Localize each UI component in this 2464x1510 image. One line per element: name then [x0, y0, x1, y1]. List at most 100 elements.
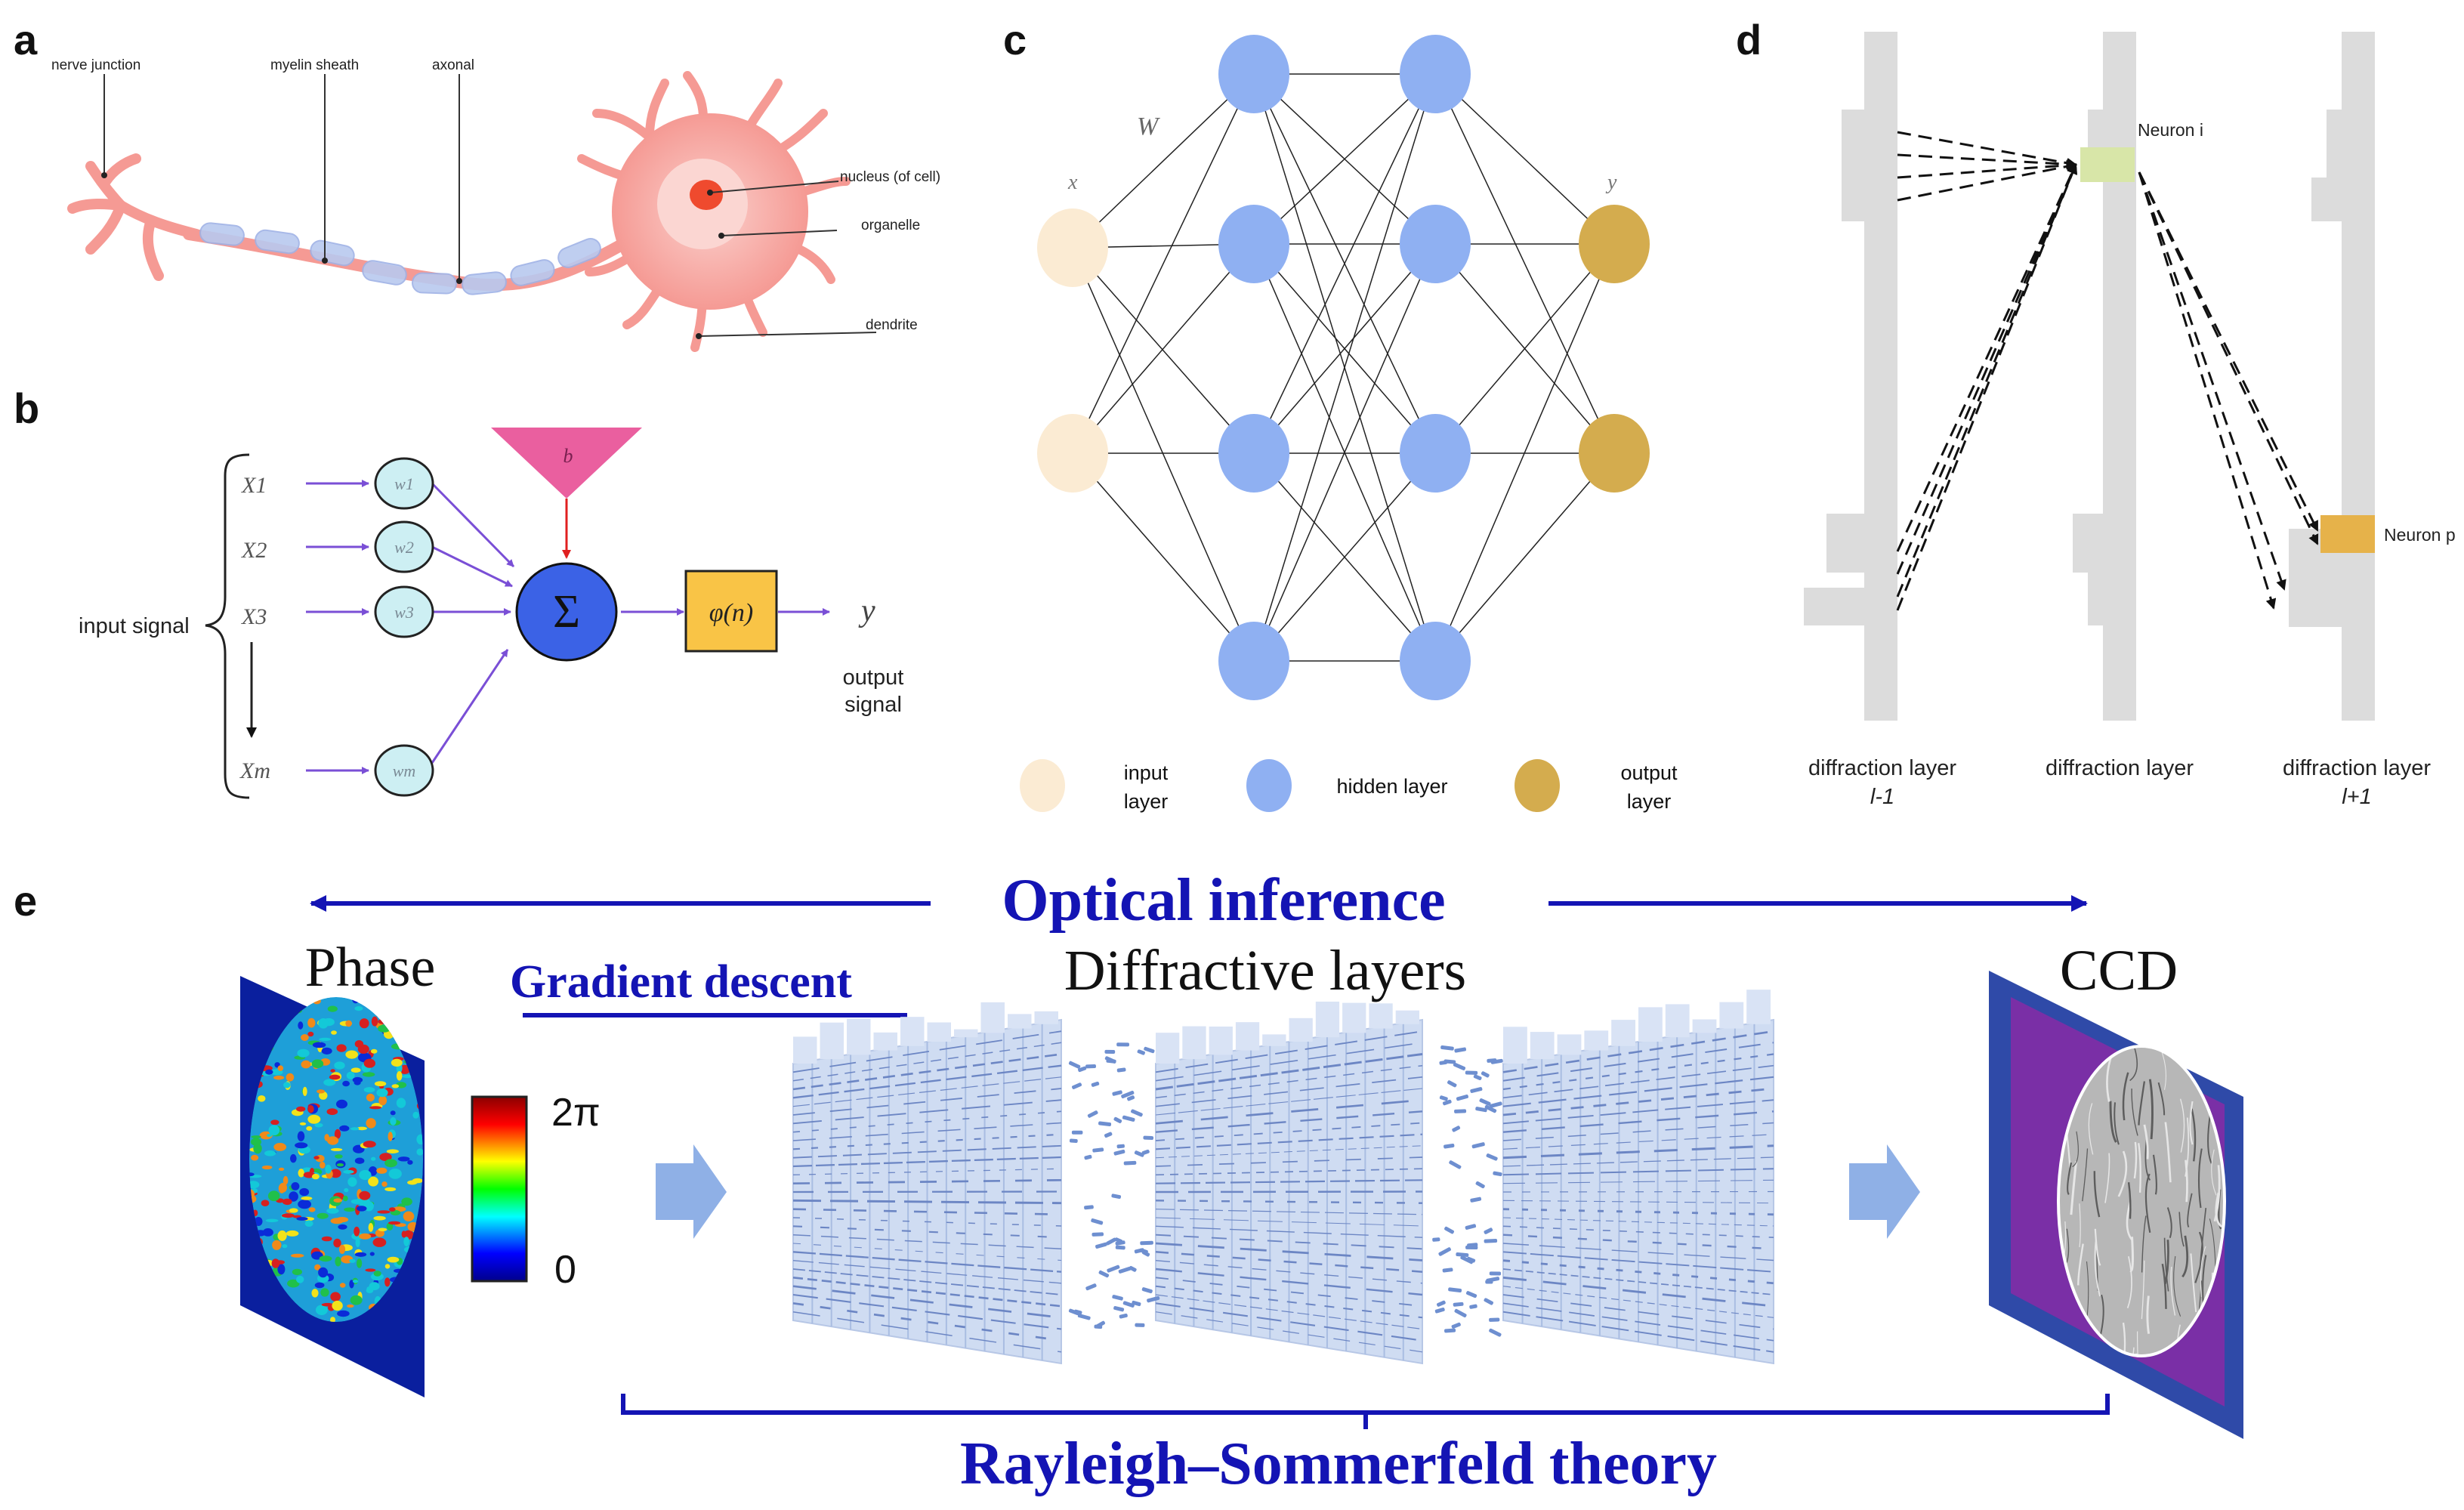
phase-speckle [301, 1060, 311, 1069]
phase-speckle [335, 1154, 343, 1159]
output-y: y [858, 594, 875, 628]
phase-speckle [326, 1208, 339, 1214]
phase-speckle [349, 1258, 356, 1263]
layer-height-step [980, 1002, 1005, 1033]
phase-speckle [357, 1044, 369, 1054]
phase-speckle [378, 1019, 388, 1024]
ccd-texture-stroke [2132, 1347, 2135, 1356]
network-edge [1434, 73, 1615, 454]
legend-output-swatch [1515, 759, 1560, 812]
layer-height-step [927, 1022, 951, 1042]
panel-a-callouts [103, 74, 877, 337]
layer-pixel-row [792, 1302, 1062, 1342]
phase-speckle [319, 1255, 332, 1262]
diffraction-dash [1112, 1295, 1123, 1301]
optical-inference-title: Optical inference [1002, 867, 1445, 934]
label-organelle: organelle [861, 218, 920, 233]
phase-speckle [338, 1244, 346, 1254]
phase-speckle [331, 1030, 337, 1035]
diffractive-layers-title: Diffractive layers [1064, 939, 1466, 1002]
neuron-i-label: Neuron i [2138, 120, 2203, 140]
diffraction-dash [1484, 1104, 1497, 1113]
panel-label-d: d [1736, 16, 1762, 63]
layer-pixel-row [792, 1168, 1062, 1175]
layer-pixel-row [792, 1225, 1062, 1239]
network-edge [1434, 243, 1615, 454]
phase-speckle [369, 1252, 375, 1256]
panel-e-d2nn: Optical inference Phase Gradient descent… [240, 867, 2243, 1497]
layer-pixel-row [792, 1208, 1062, 1216]
ccd-texture-stroke [2079, 1354, 2083, 1356]
network-edge [1253, 452, 1436, 662]
phase-speckle [384, 1277, 391, 1287]
phase-speckle [314, 1282, 325, 1289]
network-edge [1253, 243, 1436, 454]
phase-speckle [384, 1187, 397, 1191]
bias-label: b [564, 445, 573, 467]
weight-wm: wm [393, 761, 416, 780]
layer-pixel-row [1155, 1030, 1423, 1073]
phase-speckle [390, 1110, 396, 1116]
diffraction-dash [1447, 1080, 1457, 1088]
panel-b-perceptron: input signal X1 X2 X3 Xm [79, 428, 903, 799]
phase-speckle [379, 1153, 392, 1162]
input-x-label: x [1067, 171, 1078, 194]
network-edge [1434, 243, 1615, 662]
ccd-texture-stroke [2187, 1193, 2193, 1228]
network-nodes [1037, 35, 1650, 700]
phase-speckle [407, 1160, 413, 1165]
layer-pixel-row [1155, 1122, 1423, 1141]
diffraction-dash [1489, 1328, 1502, 1337]
label-nucleus: nucleus (of cell) [840, 169, 940, 185]
diffraction-dash [1069, 1138, 1078, 1144]
phase-speckle [389, 1207, 396, 1212]
phase-speckle [326, 1108, 338, 1116]
phase-speckle [403, 1237, 409, 1246]
layer-pixel-row [1502, 1286, 1774, 1318]
phase-speckle [287, 1279, 300, 1288]
phase-speckle [251, 1135, 261, 1139]
phase-speckle [363, 1141, 376, 1148]
diffraction-dash [1484, 1298, 1493, 1305]
diffraction-dash [1113, 1149, 1125, 1156]
phase-speckle [349, 1280, 354, 1289]
phase-speckle [409, 1014, 416, 1019]
diffraction-dash [1479, 1098, 1491, 1106]
phase-speckle [330, 1317, 335, 1322]
ccd-texture-stroke [2067, 1162, 2073, 1196]
phase-speckle [407, 1180, 418, 1185]
phase-speckle [343, 1169, 354, 1174]
ccd-texture-stroke [2126, 1256, 2132, 1308]
diffraction-dash [1465, 1070, 1478, 1075]
phase-speckle [396, 1098, 406, 1108]
myelin-sheath-segments [199, 222, 601, 295]
phase-speckle [359, 1169, 372, 1181]
phase-speckle [377, 1210, 391, 1214]
rayleigh-bracket [621, 1394, 2110, 1415]
layer-height-step [820, 1022, 844, 1060]
phase-speckle [264, 1150, 276, 1156]
phase-speckle [316, 1089, 326, 1094]
layer-height-step [1034, 1011, 1058, 1024]
phase-speckle [342, 1080, 350, 1087]
ccd-texture-stroke [2144, 1173, 2151, 1234]
phase-speckle [298, 1200, 311, 1209]
network-edge [1072, 243, 1255, 454]
diffraction-dash [1087, 1110, 1098, 1118]
phase-speckle [259, 1131, 273, 1140]
phase-speckle [289, 1208, 298, 1213]
phase-speckle [380, 1005, 386, 1011]
phase-speckle [311, 1173, 320, 1180]
ccd-texture-stroke [2088, 1103, 2094, 1155]
diffraction-dash [1116, 1042, 1129, 1047]
phase-speckle [378, 1095, 388, 1106]
network-edge [1072, 247, 1255, 454]
phase-speckle [335, 1256, 341, 1267]
diffraction-dash [1084, 1205, 1094, 1210]
ccd-texture-stroke [2190, 1253, 2197, 1313]
phase-speckle [291, 1182, 300, 1190]
phase-speckle [289, 1191, 298, 1202]
layer-height-step [1289, 1017, 1313, 1042]
ccd-texture-stroke [2138, 1081, 2146, 1126]
phase-speckle [384, 1264, 391, 1269]
